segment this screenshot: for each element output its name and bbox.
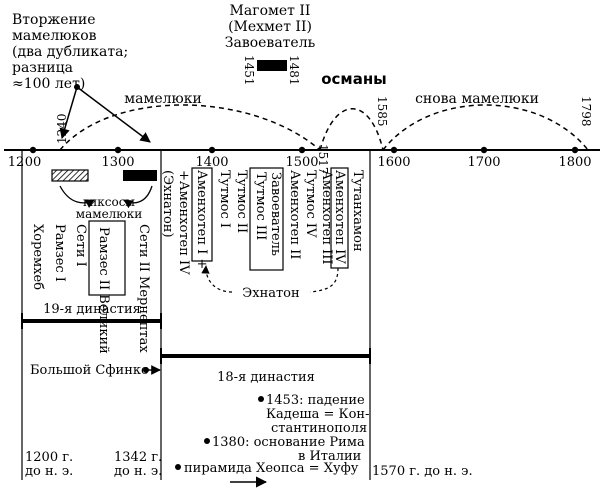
axis-tick-label: 1600 (377, 155, 410, 170)
dynasty19-label: 19-я династия (43, 302, 141, 317)
pharaoh-name: Аменхотеп I + (194, 170, 209, 269)
year-1517: 1517 (316, 144, 330, 175)
ramesses-box (88, 220, 126, 296)
event-text: в Италии (298, 449, 361, 464)
axis-tick-dot (208, 146, 216, 154)
pharaoh-name: Хоремхеб (30, 224, 45, 290)
mamluks-again-arc (382, 104, 589, 151)
event-text: 1380: основание Рима (212, 435, 365, 450)
event-rome: 1380: основание Рима в Италии (204, 435, 365, 464)
pharaoh-name: Тутмос IV (303, 170, 318, 238)
dynasty18-pharaohs: Аменхотеп I + +Аменхотеп IV (Эхнатон) Ту… (160, 167, 365, 275)
pharaoh-name: Сети I (73, 224, 88, 267)
pharaoh-name: Тутанхамон (350, 170, 365, 252)
ottomans-label: османы (321, 70, 387, 88)
note-line: разница (12, 60, 73, 76)
event-text: Кадеша = Кон- (266, 407, 369, 422)
pharaoh-name: Рамзес II Великий (96, 227, 111, 354)
event-dot (258, 396, 264, 402)
axis-tick-label: 1400 (195, 155, 228, 170)
mamluks-bar (123, 170, 157, 181)
axis-tick-label: 1300 (101, 155, 134, 170)
amenhotep-i-box (191, 167, 213, 262)
axis-tick-label: 1700 (467, 155, 500, 170)
axis-tick-label: 1500 (285, 155, 318, 170)
date-1200: до н. э. (25, 464, 73, 479)
axis-tick-dot (114, 146, 122, 154)
mehmet-line: (Мехмет II) (228, 19, 312, 35)
hyksos-arrow-left (59, 185, 95, 208)
pharaoh-name: Аменхотеп II (287, 170, 302, 259)
note-line: мамелюков (12, 28, 97, 44)
axis-tick-dot (480, 146, 488, 154)
event-constantinople: 1453: падение Кадеша = Кон- стантинополя (258, 393, 369, 436)
date-1570: 1570 г. до н. э. (372, 464, 473, 479)
akhenaten-link-left (201, 265, 233, 293)
hyksos-label: мамелюки (76, 207, 143, 221)
date-1200: 1200 г. (25, 450, 73, 465)
pharaoh-name: Тутмос I (217, 170, 232, 228)
axis-tick-label: 1800 (558, 155, 591, 170)
mamluks-again-label: снова мамелюки (415, 91, 539, 107)
hyksos-arrow-right (123, 185, 153, 209)
mamluks-arc (59, 104, 321, 151)
arrow-to-1240 (59, 86, 78, 140)
hyksos-label: гиксосы (83, 195, 135, 209)
note-line: Вторжение (12, 12, 96, 28)
axis-tick-dot (298, 146, 306, 154)
hyksos-hatched-bar (51, 169, 89, 182)
axis-tick-dot (29, 146, 37, 154)
event-text: стантинополя (271, 421, 367, 436)
axis-tick-label: 00 (25, 155, 42, 170)
pharaoh-name: Тутмос II (234, 170, 249, 233)
mamluk-invasion-note: Вторжение мамелюков (два дубликата; разн… (12, 12, 128, 92)
event-dot (204, 438, 210, 444)
akhenaten-label: Эхнатон (242, 286, 299, 301)
year-1240: 1240 (55, 113, 69, 144)
axis-tick-dot (571, 146, 579, 154)
pharaoh-name: Завоеватель (268, 172, 283, 256)
note-line: (два дубликата; (12, 44, 128, 60)
mehmet-ii-block: Магомет II (Мехмет II) Завоеватель 1451 … (225, 3, 316, 86)
dynasty18-label: 18-я династия (217, 370, 315, 385)
tuthmosis-iii-box (249, 167, 284, 271)
amenhotep-iv-box (330, 167, 349, 269)
mehmet-end-year: 1481 (287, 55, 301, 86)
note-line: ≈100 лет) (12, 76, 85, 92)
ottomans-arc (319, 108, 384, 151)
year-1585: 1585 (375, 96, 389, 127)
arrow-to-1340 (76, 86, 151, 143)
mamluks-label: мамелюки (124, 91, 202, 107)
pharaoh-name: Сети II Мернептах (136, 224, 151, 353)
year-1798: 1798 (579, 96, 593, 127)
axis-tick-label: 12 (8, 155, 25, 170)
mehmet-line: Завоеватель (225, 35, 316, 51)
mehmet-start-year: 1451 (242, 55, 256, 86)
date-1342: до н. э. (114, 464, 162, 479)
pharaoh-name: Тутмос III (253, 172, 268, 240)
pharaoh-name: +Аменхотеп IV (176, 170, 191, 275)
pharaoh-name: (Эхнатон) (160, 170, 175, 238)
sphinx-label: Большой Сфинкс (30, 363, 148, 378)
pharaoh-name: Аменхотеп IV (332, 170, 347, 264)
mehmet-line: Магомет II (230, 3, 311, 19)
pharaoh-name: Рамзес I (52, 224, 67, 282)
mehmet-reign-bar (257, 60, 287, 71)
pharaoh-name: Аменхотеп III (319, 170, 334, 265)
akhenaten-link-right (309, 267, 339, 293)
event-dot (175, 464, 181, 470)
date-1342: 1342 г. (114, 450, 162, 465)
dynasty19-pharaohs: Хоремхеб Рамзес I Сети I Рамзес II Велик… (30, 220, 151, 354)
event-text: 1453: падение (266, 393, 365, 408)
event-pyramid: пирамида Хеопса = Хуфу (175, 461, 359, 488)
axis-tick-dot (390, 146, 398, 154)
event-text: пирамида Хеопса = Хуфу (184, 461, 359, 476)
